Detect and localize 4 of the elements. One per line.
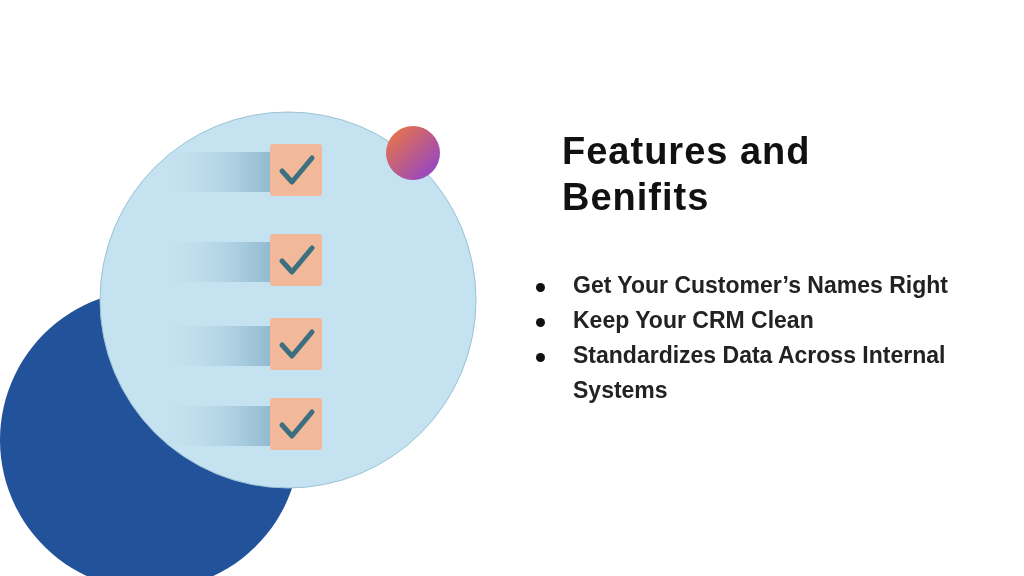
bullet-point: Get Your Customer’s Names Right [534,268,954,303]
bullet-point: Keep Your CRM Clean [534,303,954,338]
bullet-point: Standardizes Data Across Internal Systems [534,338,954,408]
slide-title: Features and Benifits [562,129,812,220]
